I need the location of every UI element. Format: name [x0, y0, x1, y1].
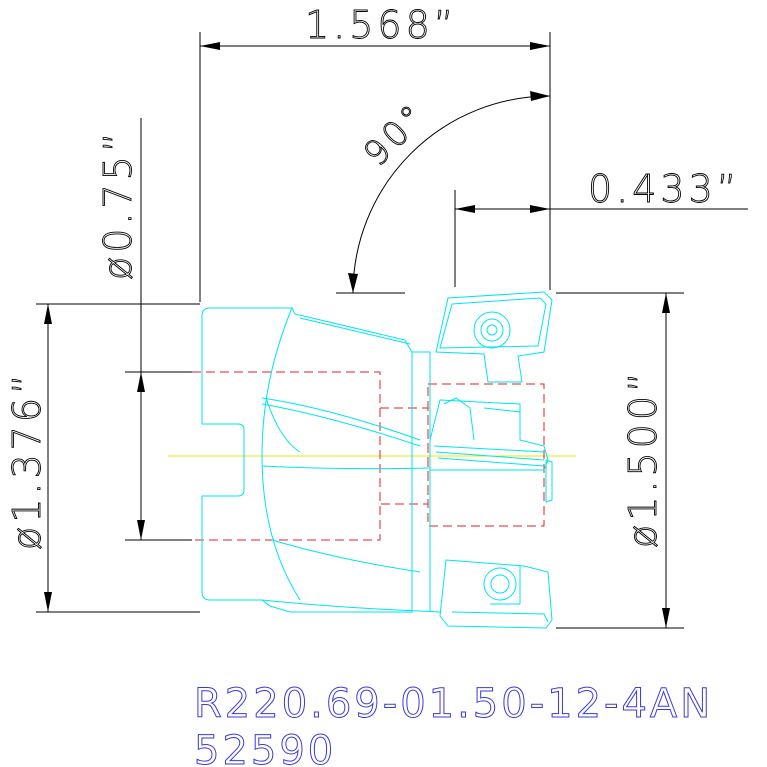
middle-insert — [429, 397, 553, 503]
cutter-body-outline — [201, 291, 553, 629]
part-designation: R220.69-01.50-12-4AN — [194, 681, 713, 727]
body-diameter-dimension: ø1.376” — [5, 303, 200, 613]
insert-offset-dimension: 0.433” — [454, 167, 748, 287]
part-item-number: 52590 — [194, 728, 336, 767]
overall-length-dimension: 1.568” — [199, 3, 551, 302]
angle-label: 90° — [356, 95, 435, 174]
bottom-insert — [439, 559, 553, 629]
overall-length-label: 1.568” — [305, 3, 457, 47]
angle-dimension: 90° — [336, 91, 551, 294]
cutting-diameter-label: ø1.500” — [621, 368, 665, 548]
shank-diameter-label: ø0.75” — [96, 128, 140, 280]
cutting-diameter-dimension: ø1.500” — [556, 292, 684, 629]
top-insert — [435, 291, 553, 383]
shank-diameter-dimension: ø0.75” — [96, 118, 192, 541]
part-label: R220.69-01.50-12-4AN 52590 — [194, 681, 713, 767]
insert-offset-label: 0.433” — [588, 167, 740, 211]
hidden-lines — [192, 371, 545, 541]
body-diameter-label: ø1.376” — [5, 370, 49, 550]
